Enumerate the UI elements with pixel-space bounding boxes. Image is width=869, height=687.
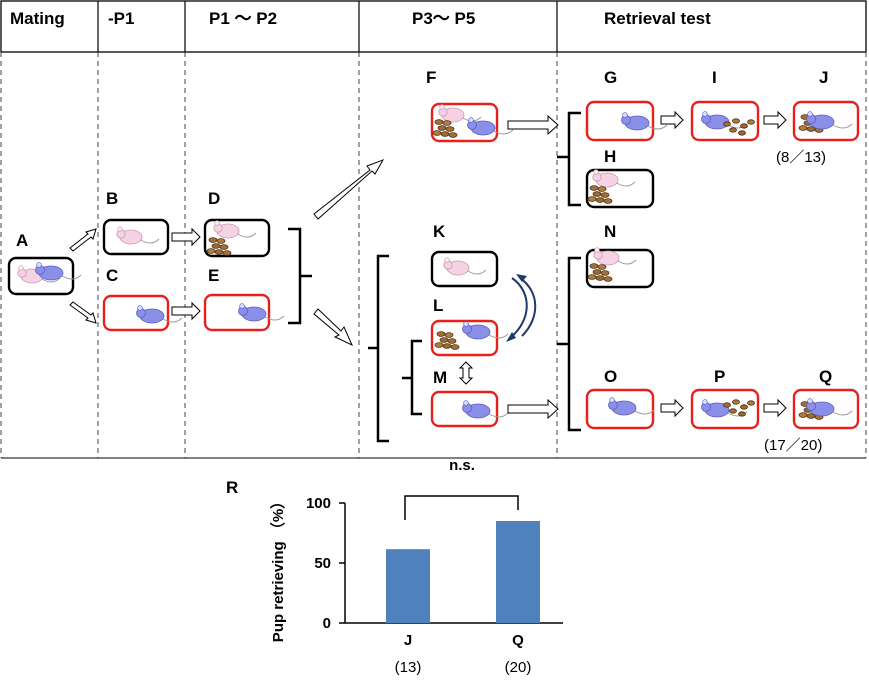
- header-retrieval-test: Retrieval test: [604, 9, 711, 28]
- ratio-j: (8／13): [776, 149, 826, 166]
- cage-c: [102, 294, 183, 332]
- cage-h: [585, 168, 655, 209]
- column-dividers: [0, 52, 867, 458]
- arrow-o-p: [660, 398, 684, 418]
- cage-m: [430, 390, 509, 428]
- panel-label-k: K: [433, 222, 446, 241]
- arrow-m-o: [507, 398, 559, 420]
- ratio-q: (17／20): [764, 437, 822, 454]
- bar-q: [496, 521, 540, 623]
- header-p3-p5: P3～ P5: [412, 9, 475, 28]
- panel-label-c: C: [106, 266, 118, 285]
- cage-o: [585, 388, 655, 430]
- panel-label-g: G: [604, 68, 617, 87]
- y-tick-label: 100: [306, 495, 331, 512]
- arrows-bc: [171, 227, 201, 321]
- cage-n: [585, 247, 655, 289]
- header-minus-p1: -P1: [108, 9, 134, 28]
- x-tick-label: J: [404, 632, 412, 649]
- cage-j: [792, 100, 860, 142]
- arrow-i-j: [763, 110, 787, 130]
- bracket-no: [557, 256, 581, 432]
- panel-label-b: B: [106, 189, 118, 208]
- cage-f: [430, 102, 514, 143]
- cage-k: [430, 250, 499, 288]
- bars: [386, 521, 540, 623]
- swap-arrows-kl: [506, 274, 537, 342]
- panel-label-a: A: [16, 231, 28, 250]
- bar-j: [386, 549, 430, 623]
- bar-chart: Pup retrieving （%） 0 50 100 J (13) Q (20) n.s…: [269, 457, 563, 676]
- significance-label: n.s.: [449, 457, 475, 474]
- panel-label-p: P: [714, 367, 725, 386]
- panel-label-r: R: [226, 478, 238, 497]
- bracket-gh: [557, 111, 581, 207]
- header-row: Mating -P1 P1 ～ P2 P3～ P5 Retrieval test: [0, 0, 867, 53]
- significance-bracket: n.s.: [404, 457, 519, 520]
- arrow-lm-swap: [458, 361, 474, 385]
- cage-b: [102, 218, 170, 256]
- arrow-g-i: [660, 110, 684, 130]
- arrow-f-g: [507, 114, 559, 136]
- y-axis-label: Pup retrieving （%）: [269, 494, 287, 642]
- cage-p: [690, 388, 760, 430]
- cage-l: [430, 319, 509, 357]
- y-ticks: 0 50 100: [306, 495, 345, 632]
- x-tick-count: (20): [505, 659, 532, 676]
- panel-label-j: J: [819, 68, 828, 87]
- x-tick-label: Q: [512, 632, 524, 649]
- arrow-p-q: [763, 398, 787, 418]
- x-ticks: J (13) Q (20): [395, 632, 532, 676]
- panel-label-h: H: [604, 147, 616, 166]
- panel-label-m: M: [433, 368, 447, 387]
- cage-q: [792, 388, 860, 430]
- panel-label-q: Q: [819, 367, 832, 386]
- y-tick-label: 0: [323, 615, 331, 632]
- panel-label-o: O: [604, 367, 617, 386]
- x-tick-count: (13): [395, 659, 422, 676]
- panel-label-f: F: [426, 68, 436, 87]
- arrows-de: [313, 159, 385, 347]
- significance-line: [404, 495, 519, 520]
- panel-label-e: E: [208, 266, 219, 285]
- arrows-a: [69, 228, 97, 324]
- cage-a: [7, 256, 82, 296]
- panel-label-i: I: [712, 68, 717, 87]
- header-p1-p2: P1 ～ P2: [209, 9, 277, 28]
- bracket-klm: [368, 254, 389, 443]
- bracket-de: [288, 227, 312, 325]
- cage-g: [585, 100, 668, 142]
- header-mating: Mating: [10, 9, 65, 28]
- cage-i: [690, 100, 760, 142]
- y-tick-label: 50: [314, 555, 331, 572]
- cage-e: [203, 293, 285, 332]
- panel-label-l: L: [433, 296, 443, 315]
- cage-d: [203, 218, 271, 258]
- panel-label-d: D: [208, 189, 220, 208]
- bracket-lm: [402, 339, 422, 416]
- panel-label-n: N: [604, 222, 616, 241]
